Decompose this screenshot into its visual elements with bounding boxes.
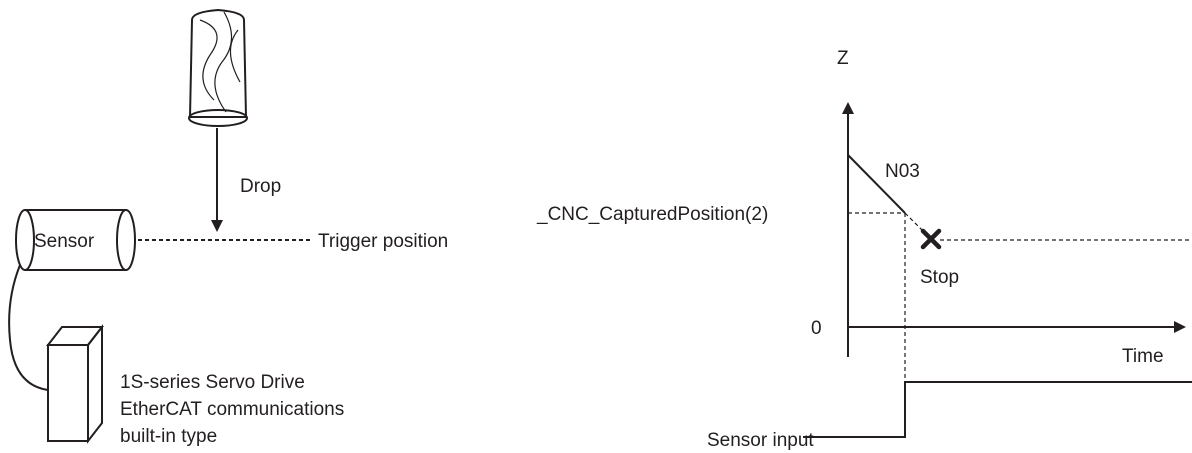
stop-marker-icon bbox=[920, 228, 942, 250]
stop-label: Stop bbox=[920, 267, 959, 288]
sensor-input-label: Sensor input bbox=[707, 430, 814, 451]
servo-label-line1: 1S-series Servo Drive bbox=[120, 372, 305, 393]
servo-label-line2: EtherCAT communications bbox=[120, 399, 344, 420]
n03-label: N03 bbox=[885, 161, 920, 182]
drop-label: Drop bbox=[240, 176, 281, 197]
captured-position-label: _CNC_CapturedPosition(2) bbox=[536, 204, 768, 225]
servo-label-line3: built-in type bbox=[120, 426, 217, 447]
z-axis-label: Z bbox=[837, 48, 849, 69]
servo-drive bbox=[45, 324, 105, 444]
sensor-cable bbox=[8, 264, 49, 391]
right-diagram: Z 0 Time N03 _CNC_CapturedPosition(2) St… bbox=[536, 48, 1192, 451]
left-diagram: Drop Sensor Trigger position 1S-series S… bbox=[8, 8, 448, 447]
falling-workpiece bbox=[188, 8, 248, 127]
trigger-position-label: Trigger position bbox=[318, 231, 448, 252]
sensor-input-signal bbox=[803, 381, 1192, 438]
time-axis-label: Time bbox=[1122, 346, 1164, 367]
n03-segment bbox=[847, 154, 906, 214]
sensor-label: Sensor bbox=[34, 231, 95, 252]
sensor-body bbox=[15, 209, 136, 271]
origin-label: 0 bbox=[811, 318, 822, 339]
